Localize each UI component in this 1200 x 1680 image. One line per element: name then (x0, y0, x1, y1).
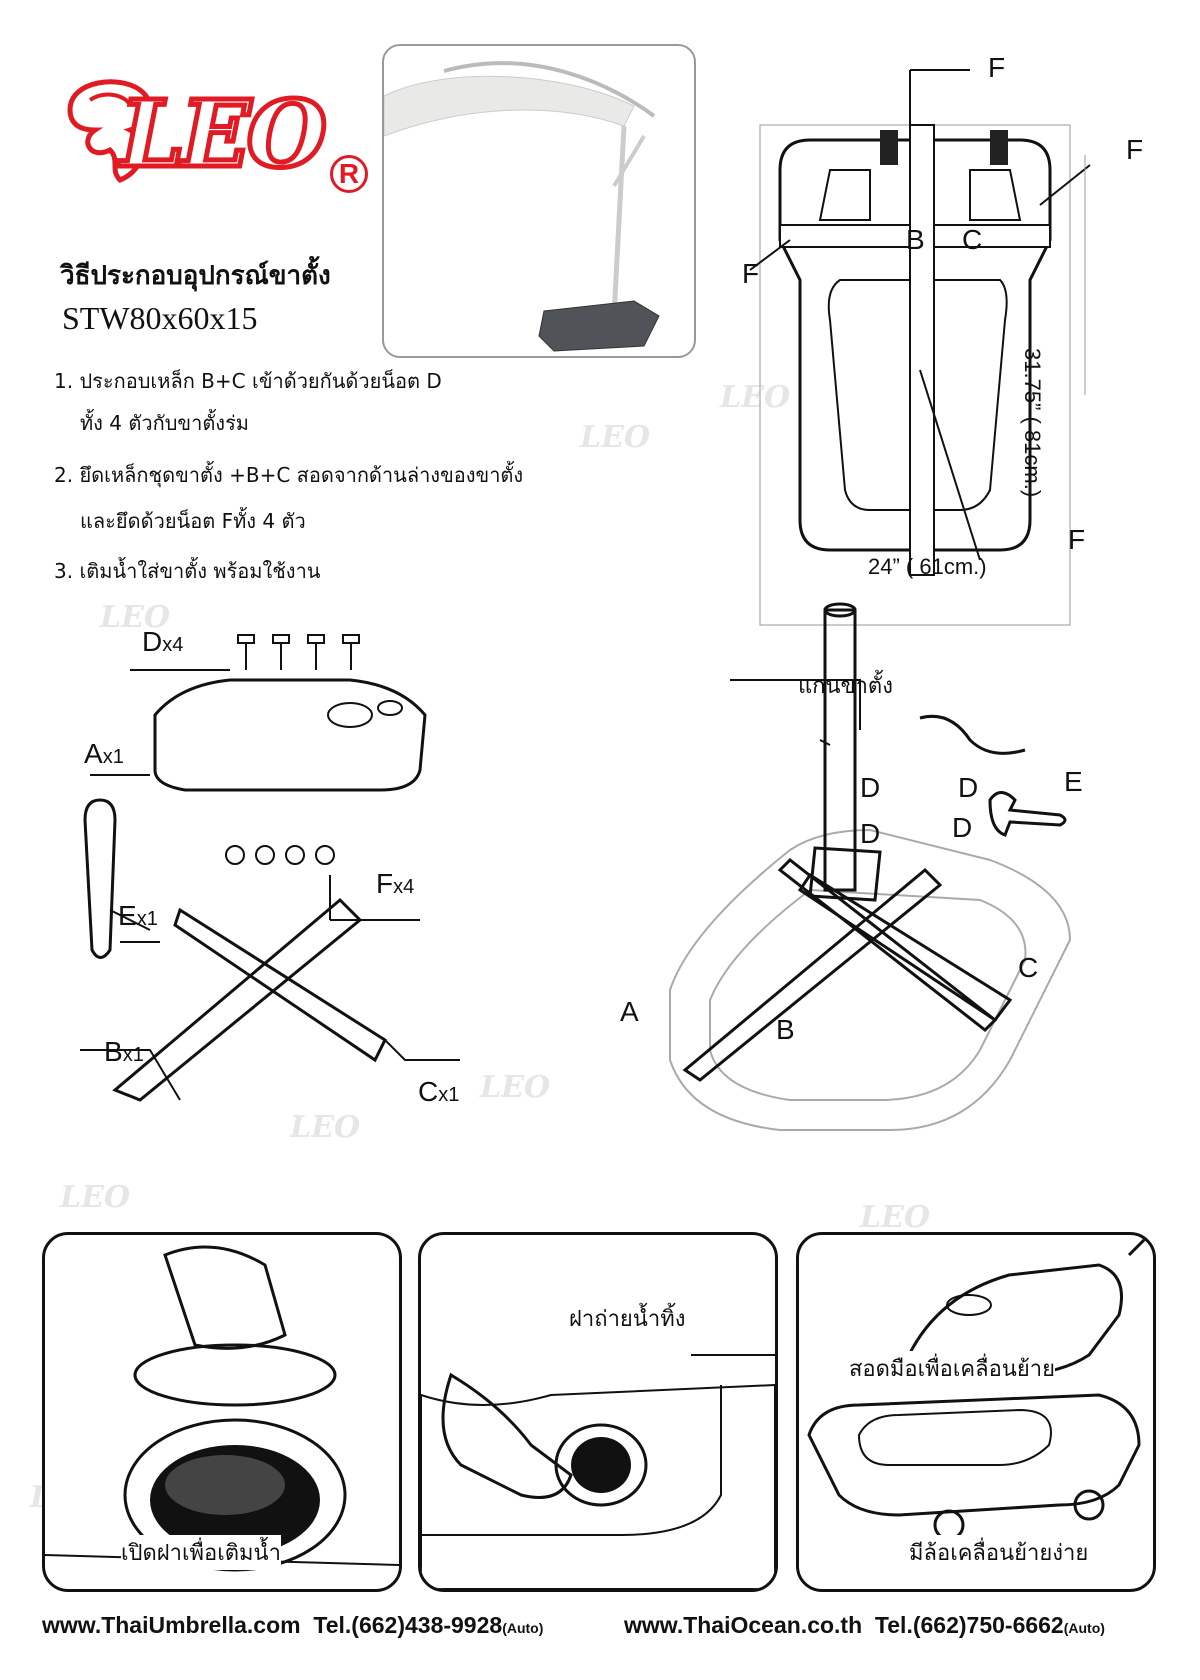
handle-wheels-illustration (807, 1235, 1151, 1541)
fill-cap-caption: เปิดฝาเพื่อเติมน้ำ (121, 1535, 281, 1570)
fill-cap-panel: เปิดฝาเพื่อเติมน้ำ (42, 1232, 402, 1592)
website-link-thaiocean[interactable]: www.ThaiOcean.co.th (624, 1612, 863, 1638)
assembly-a-label: A (620, 996, 639, 1027)
fill-cap-illustration (45, 1245, 399, 1572)
step-3: 3. เติมน้ำใส่ขาตั้ง พร้อมใช้งาน (54, 559, 321, 583)
instructions-title: วิธีประกอบอุปกรณ์ขาตั้ง (60, 261, 331, 291)
top-view-label-f: F (1068, 524, 1086, 555)
handle-caption: สอดมือเพื่อเคลื่อนย้าย (849, 1351, 1055, 1386)
logo-wordmark: LEO (118, 78, 330, 191)
assembly-e-label: E (1064, 766, 1083, 797)
cantilever-umbrella-image (384, 61, 660, 352)
top-view-label-f: F (988, 52, 1006, 83)
assembly-d-label: D (958, 772, 979, 803)
watermark-logo: LEO (60, 1180, 131, 1215)
step-2-line-1: 2. ยึดเหล็กชุดขาตั้ง +B+C สอดจากด้านล่าง… (54, 463, 524, 487)
top-view-label-c: C (962, 224, 983, 255)
watermark-logo: LEO (720, 380, 791, 415)
move-panel: สอดมือเพื่อเคลื่อนย้าย มีล้อเคลื่อนย้ายง… (796, 1232, 1156, 1592)
footer-contact-1: www.ThaiUmbrella.com Tel.(662)438-9928(A… (42, 1612, 544, 1638)
part-b-label: Bx1 (104, 1036, 144, 1067)
watermark-logo: LEO (100, 600, 171, 635)
part-c-label: Cx1 (418, 1076, 460, 1107)
parts-list-drawing (80, 634, 460, 1102)
assembly-c-label: C (1018, 952, 1039, 983)
step-2-line-2: และยึดด้วยน็อต Fทั้ง 4 ตัว (80, 509, 306, 533)
width-dimension: 24” ( 61cm.) (868, 554, 987, 579)
wheels-caption: มีล้อเคลื่อนย้ายง่าย (909, 1535, 1089, 1570)
product-photo (382, 44, 696, 358)
part-f-label: Fx4 (376, 868, 415, 899)
footer-contact-2: www.ThaiOcean.co.th Tel.(662)750-6662(Au… (624, 1612, 1105, 1638)
website-link-thaiumbrella[interactable]: www.ThaiUmbrella.com (42, 1612, 301, 1638)
assembly-drawing (669, 602, 1072, 1131)
watermark-logo: LEO (290, 1110, 361, 1145)
phone-1: Tel.(662)438-9928 (313, 1612, 503, 1638)
part-d-label: Dx4 (142, 626, 184, 657)
step-1-line-1: 1. ประกอบเหล็ก B+C เข้าด้วยกันด้วยน็อต D (54, 369, 442, 393)
part-a-label: Ax1 (84, 738, 124, 769)
assembly-d-label: D (860, 818, 881, 849)
phone-2: Tel.(662)750-6662 (874, 1612, 1064, 1638)
watermark-logo: LEO (580, 420, 651, 455)
wrench-icon (988, 791, 1067, 837)
assembly-d-label: D (952, 812, 973, 843)
top-view-label-f: F (1126, 134, 1144, 165)
drain-cap-panel: ฝาถ่ายน้ำทิ้ง (418, 1232, 778, 1592)
top-view-label-b: B (906, 224, 925, 255)
model-number: STW80x60x15 (62, 300, 258, 336)
drain-cap-caption: ฝาถ่ายน้ำทิ้ง (569, 1301, 686, 1336)
pole-label: แกนขาตั้ง (798, 674, 893, 699)
registered-mark: R (330, 155, 368, 193)
assembly-d-label: D (860, 772, 881, 803)
lion-head-icon (67, 79, 153, 183)
watermark-logo: LEO (480, 1070, 551, 1105)
top-view-diagram (749, 69, 1091, 626)
top-view-label-f: F (742, 258, 760, 289)
drain-cap-illustration (421, 1354, 775, 1589)
assembly-b-label: B (776, 1014, 795, 1045)
step-1-line-2: ทั้ง 4 ตัวกับขาตั้งร่ม (80, 411, 249, 435)
height-dimension: 31.75” ( 81cm.) (1020, 348, 1045, 498)
brand-logo: LEO R (50, 70, 368, 200)
part-e-label: Ex1 (118, 900, 158, 931)
watermark-logo: LEO (860, 1200, 931, 1235)
